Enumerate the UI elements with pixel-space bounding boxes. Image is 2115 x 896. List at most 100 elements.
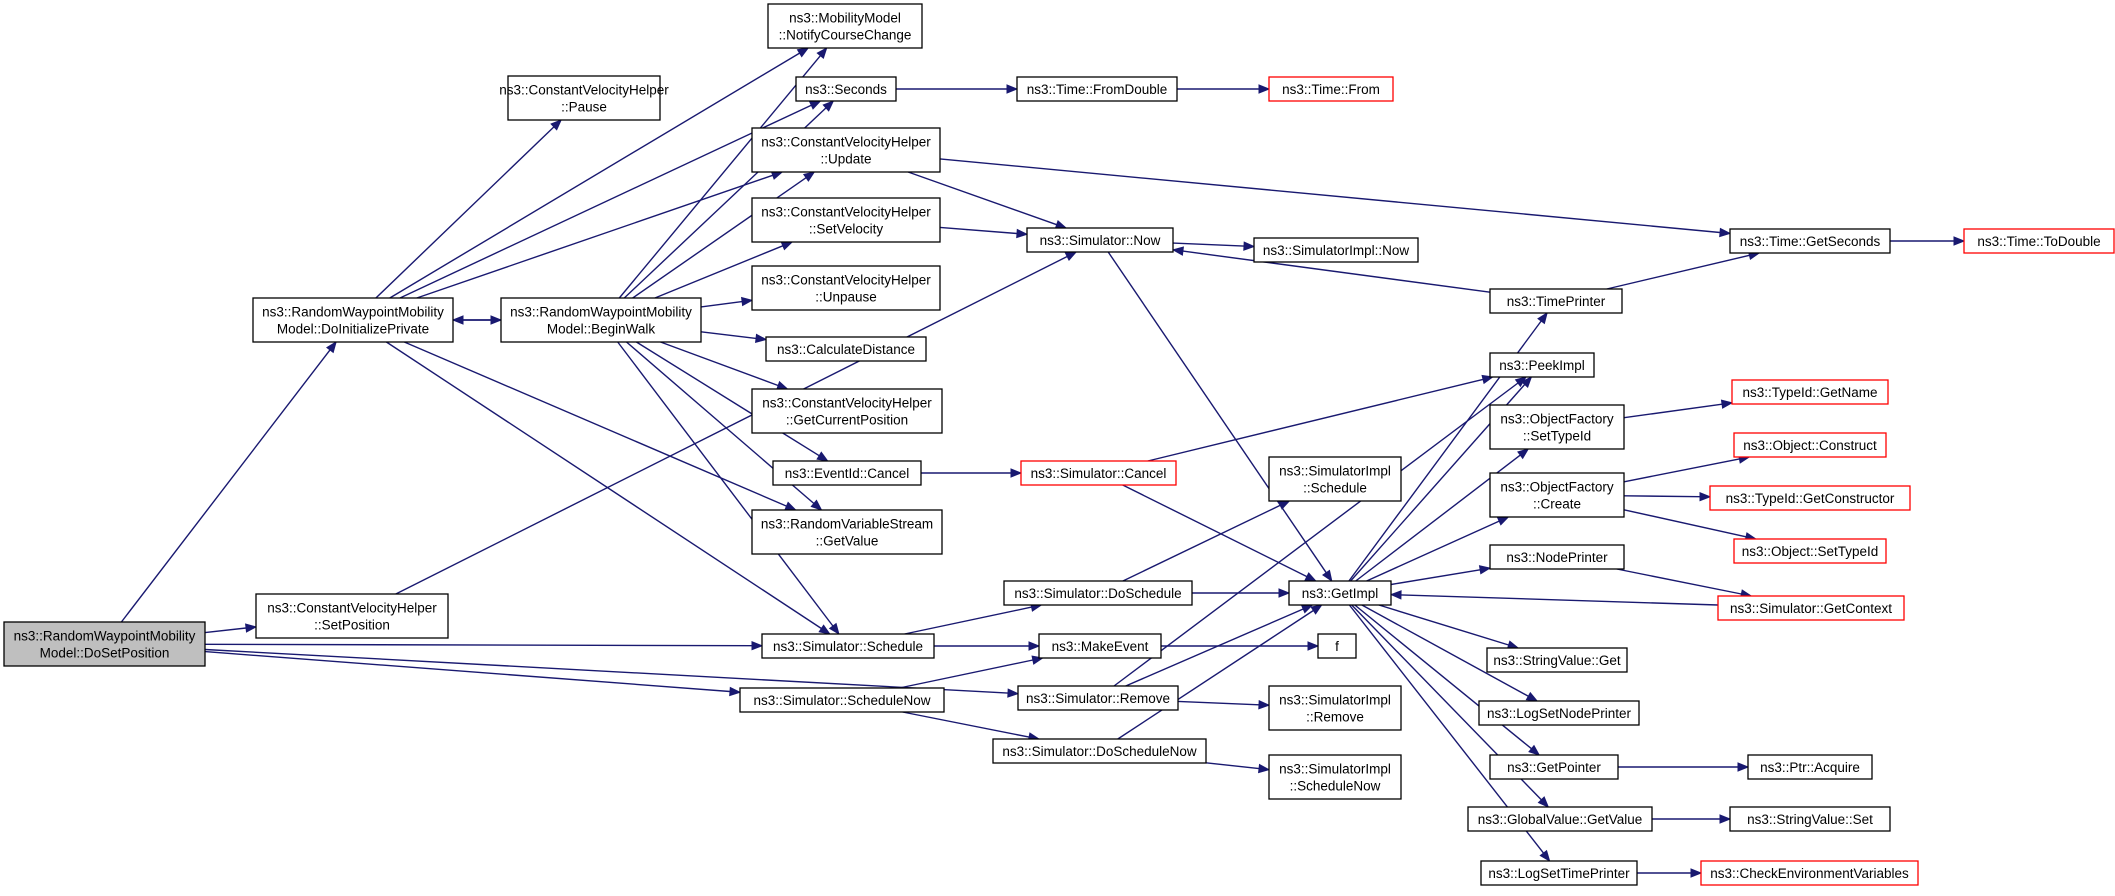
call-node-n32[interactable]: ns3::SimulatorImpl::Remove (1268, 685, 1402, 731)
call-node-n7[interactable]: ns3::MobilityModel::NotifyCourseChange (767, 3, 923, 49)
call-edge-n0-to-n3 (204, 640, 764, 651)
call-node-n15[interactable]: ns3::ConstantVelocityHelper::GetCurrentP… (751, 388, 943, 434)
call-edge-n3-to-n27 (934, 641, 1041, 651)
call-node-n6[interactable]: ns3::ConstantVelocityHelper::Pause (499, 75, 669, 121)
call-node-n11[interactable]: ns3::RandomVariableStream::GetValue (751, 509, 943, 555)
call-node-n4[interactable]: ns3::Simulator::ScheduleNow (739, 687, 945, 713)
arrowhead-icon (1525, 691, 1539, 702)
call-node-n25[interactable]: ns3::PeekImpl (1489, 352, 1595, 378)
call-node-n42[interactable]: ns3::TypeId::GetName (1731, 379, 1889, 405)
arrowhead-icon (1737, 762, 1750, 772)
node-box (1268, 754, 1402, 800)
call-edge-n1-to-n11 (404, 341, 797, 511)
call-nodes: ns3::RandomWaypointMobilityModel::DoSetP… (3, 3, 2115, 886)
call-node-n26[interactable]: ns3::Simulator::DoSchedule (1003, 580, 1193, 606)
call-edge-n16-to-n24 (921, 468, 1023, 478)
call-edge-n23-to-n35 (1366, 516, 1510, 582)
call-node-n41[interactable]: ns3::LogSetTimePrinter (1480, 860, 1638, 886)
call-node-n19[interactable]: ns3::Simulator::Now (1026, 227, 1174, 253)
node-box (1747, 754, 1873, 780)
call-node-n22[interactable]: ns3::SimulatorImpl::Now (1253, 237, 1419, 263)
call-node-n8[interactable]: ns3::Seconds (795, 76, 897, 102)
call-node-n48[interactable]: ns3::StringValue::Set (1729, 806, 1891, 832)
node-label: ns3::Object::SetTypeId (1742, 544, 1879, 559)
node-label: ns3::Simulator::Schedule (773, 639, 923, 654)
call-node-n17[interactable]: ns3::Time::FromDouble (1016, 76, 1178, 102)
node-label: ns3::CalculateDistance (777, 342, 915, 357)
call-node-n16[interactable]: ns3::EventId::Cancel (772, 460, 922, 486)
call-node-n18[interactable]: ns3::Time::From (1268, 76, 1394, 102)
call-node-n24[interactable]: ns3::Simulator::Cancel (1020, 460, 1177, 486)
call-node-n45[interactable]: ns3::Object::SetTypeId (1733, 538, 1887, 564)
call-edge-n5-to-n32 (1177, 700, 1271, 710)
call-node-n0[interactable]: ns3::RandomWaypointMobilityModel::DoSetP… (3, 621, 206, 667)
node-label: ::Schedule (1303, 481, 1367, 496)
call-node-n39[interactable]: ns3::GetPointer (1489, 754, 1619, 780)
node-label: ::Create (1533, 497, 1581, 512)
call-node-n36[interactable]: ns3::NodePrinter (1489, 544, 1625, 570)
node-label: ns3::LogSetNodePrinter (1487, 706, 1632, 721)
arrowhead-icon (1277, 500, 1291, 510)
call-edge-n0-to-n2 (204, 623, 258, 634)
call-node-n12[interactable]: ns3::ConstantVelocityHelper::SetVelocity (751, 197, 941, 243)
call-node-n27[interactable]: ns3::MakeEvent (1038, 633, 1162, 659)
node-box (252, 297, 454, 343)
call-edge-n19-to-n22 (1172, 241, 1256, 251)
node-label: ns3::ConstantVelocityHelper (761, 273, 931, 288)
arrowhead-icon (1028, 641, 1041, 651)
call-node-n43[interactable]: ns3::Object::Construct (1733, 432, 1887, 458)
node-box (1729, 228, 1891, 254)
node-box (751, 388, 943, 434)
node-box (795, 76, 897, 102)
call-node-n37[interactable]: ns3::StringValue::Get (1486, 647, 1628, 673)
arrowhead-icon (1389, 590, 1402, 600)
edge-line (1125, 608, 1304, 687)
arrowhead-icon (1310, 604, 1323, 615)
call-node-n2[interactable]: ns3::ConstantVelocityHelper::SetPosition (255, 593, 449, 639)
call-node-n5[interactable]: ns3::Simulator::Remove (1017, 685, 1179, 711)
node-label: ns3::TimePrinter (1507, 294, 1606, 309)
call-node-n44[interactable]: ns3::TypeId::GetConstructor (1709, 485, 1911, 511)
call-node-n31[interactable]: ns3::SimulatorImpl::ScheduleNow (1268, 754, 1402, 800)
call-node-n33[interactable]: ns3::TimePrinter (1489, 288, 1623, 314)
arrowhead-icon (796, 47, 810, 58)
call-node-n47[interactable]: ns3::Ptr::Acquire (1747, 754, 1873, 780)
call-node-n30[interactable]: ns3::Simulator::DoScheduleNow (992, 738, 1207, 764)
node-box (1489, 754, 1619, 780)
call-node-n29[interactable]: f (1317, 633, 1357, 659)
call-node-n28[interactable]: ns3::SimulatorImpl::Schedule (1268, 456, 1402, 502)
call-node-n49[interactable]: ns3::CheckEnvironmentVariables (1700, 860, 1919, 886)
call-edge-n26-to-n23 (1192, 588, 1291, 598)
call-node-n38[interactable]: ns3::LogSetNodePrinter (1478, 700, 1640, 726)
node-box (739, 687, 945, 713)
call-node-n20[interactable]: ns3::Time::GetSeconds (1729, 228, 1891, 254)
call-node-n40[interactable]: ns3::GlobalValue::GetValue (1467, 806, 1653, 832)
node-box (1020, 460, 1177, 486)
call-edge-n23-to-n39 (1354, 604, 1541, 756)
node-box (767, 3, 923, 49)
node-box (1253, 237, 1419, 263)
call-node-n1[interactable]: ns3::RandomWaypointMobilityModel::DoInit… (252, 297, 454, 343)
call-edge-n30-to-n31 (1205, 762, 1271, 774)
call-node-n13[interactable]: ns3::ConstantVelocityHelper::Unpause (751, 265, 941, 311)
call-node-n34[interactable]: ns3::ObjectFactory::SetTypeId (1489, 404, 1625, 450)
node-label: ns3::ConstantVelocityHelper (761, 205, 931, 220)
call-node-n35[interactable]: ns3::ObjectFactory::Create (1489, 472, 1625, 518)
node-box (1489, 404, 1625, 450)
edge-line (1117, 609, 1314, 740)
call-node-n21[interactable]: ns3::Time::ToDouble (1963, 228, 2115, 254)
call-edge-n1-to-n3 (386, 341, 831, 635)
call-edge-n20-to-n21 (1890, 236, 1966, 246)
call-edge-n19-to-n23 (1107, 251, 1333, 583)
arrowhead-icon (1690, 868, 1703, 878)
call-node-n14[interactable]: ns3::CalculateDistance (765, 336, 927, 362)
call-node-n46[interactable]: ns3::Simulator::GetContext (1717, 595, 1905, 621)
arrowhead-icon (1496, 516, 1510, 526)
arrowhead-icon (1258, 763, 1271, 774)
call-node-n3[interactable]: ns3::Simulator::Schedule (761, 633, 935, 659)
node-box (1478, 700, 1640, 726)
call-node-n9[interactable]: ns3::ConstantVelocityHelper::Update (751, 127, 941, 173)
edge-line (660, 341, 779, 387)
call-node-n10[interactable]: ns3::RandomWaypointMobilityModel::BeginW… (500, 297, 702, 343)
call-node-n23[interactable]: ns3::GetImpl (1288, 580, 1392, 606)
